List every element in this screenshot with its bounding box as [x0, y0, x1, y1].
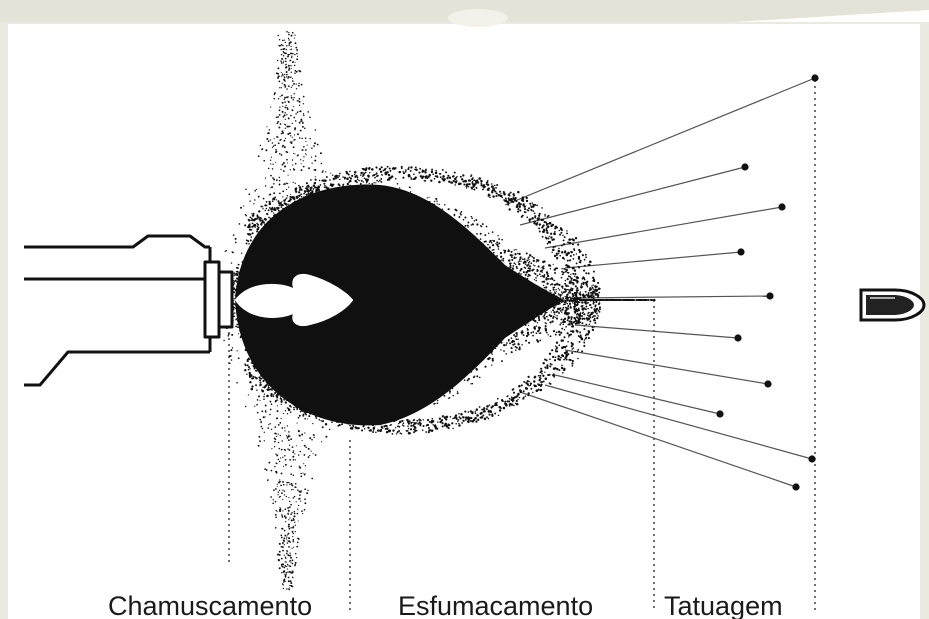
label-smoke-zone: Esfumacamento — [398, 590, 593, 619]
label-burn-zone: Chamuscamento — [108, 590, 312, 619]
powder-particle — [811, 74, 818, 81]
label-tattoo-zone: Tatuagem — [664, 590, 783, 619]
powder-particle — [716, 410, 723, 417]
powder-particle — [741, 163, 748, 170]
powder-particle — [808, 455, 815, 462]
powder-particle — [734, 334, 741, 341]
powder-particle — [737, 248, 744, 255]
powder-particle — [764, 380, 771, 387]
powder-particle — [792, 483, 799, 490]
powder-particle — [766, 292, 773, 299]
powder-particles — [716, 74, 818, 490]
bullet-icon — [861, 290, 924, 320]
particle-trajectories — [505, 78, 815, 487]
powder-particle — [778, 203, 785, 210]
firearm-barrel — [24, 236, 232, 385]
top-banner — [0, 0, 929, 27]
